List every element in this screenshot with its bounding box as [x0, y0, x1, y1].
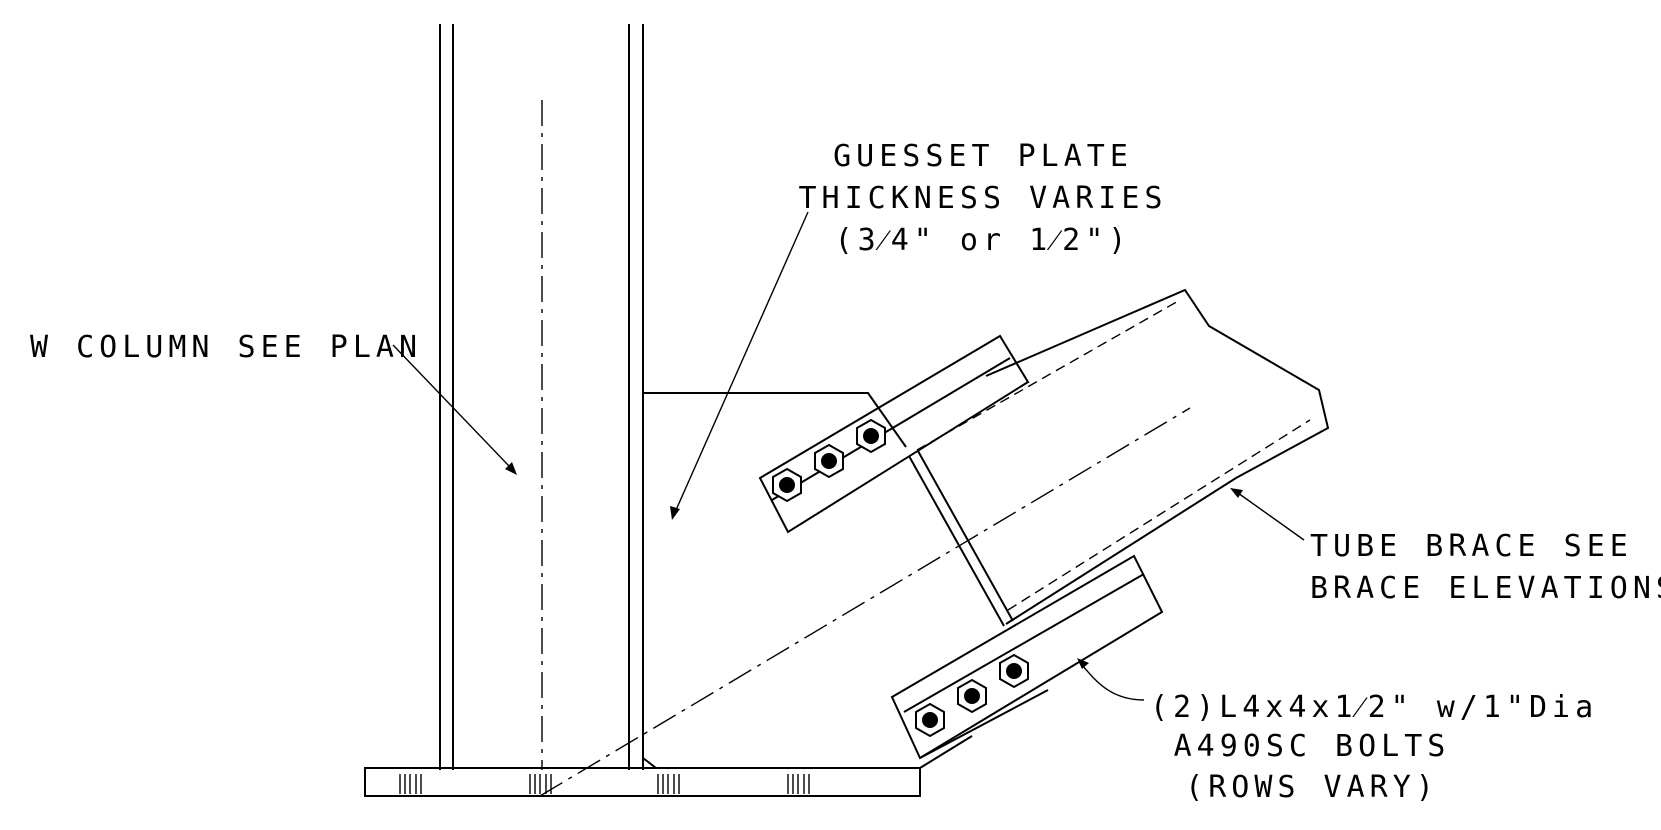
leader-arrow-icon: [505, 462, 517, 475]
column-label: W COLUMN SEE PLAN: [30, 330, 422, 365]
angle-label-line2: A490SC BOLTS: [1174, 729, 1451, 764]
base-plate: [364, 767, 921, 797]
leader-arrow-icon: [1230, 488, 1243, 498]
lower-bolts: [915, 653, 1029, 738]
gusset-plate: [539, 392, 1191, 797]
upper-angle: [758, 334, 1030, 534]
angle-label-line1: (2)L4x4x1⁄2" w/1"Dia: [1150, 690, 1598, 725]
column-leader: [392, 344, 511, 468]
upper-bolts: [772, 418, 886, 503]
gusset-leader: [675, 211, 809, 511]
tube-brace-label-line2: BRACE ELEVATIONS: [1310, 571, 1661, 606]
leader-arrow-icon: [1077, 658, 1089, 669]
tube-brace: [908, 288, 1330, 627]
bolt-icon: [814, 443, 844, 479]
tube-brace-label-line1: TUBE BRACE SEE: [1310, 529, 1633, 564]
gusset-label-line2: THICKNESS VARIES: [799, 181, 1168, 216]
bolt-icon: [999, 653, 1029, 689]
lower-angle: [890, 554, 1164, 760]
leader-arrow-icon: [670, 506, 680, 520]
anchor-bolt-marks: [399, 774, 810, 794]
bolt-icon: [915, 702, 945, 738]
gusset-label-line3: (3⁄4" or 1⁄2"): [835, 223, 1132, 258]
w-column: [439, 24, 644, 770]
gusset-label-line1: GUESSET PLATE: [833, 139, 1133, 174]
bolt-icon: [772, 467, 802, 503]
angle-leader: [1081, 664, 1145, 701]
angle-label-line3: (ROWS VARY): [1185, 770, 1439, 805]
annotations: GUESSET PLATE THICKNESS VARIES (3⁄4" or …: [30, 139, 1661, 805]
tube-brace-leader: [1237, 492, 1305, 541]
bolt-icon: [957, 678, 987, 714]
brace-centerline: [539, 407, 1191, 797]
leaders: [392, 211, 1305, 701]
bolt-icon: [856, 418, 886, 454]
